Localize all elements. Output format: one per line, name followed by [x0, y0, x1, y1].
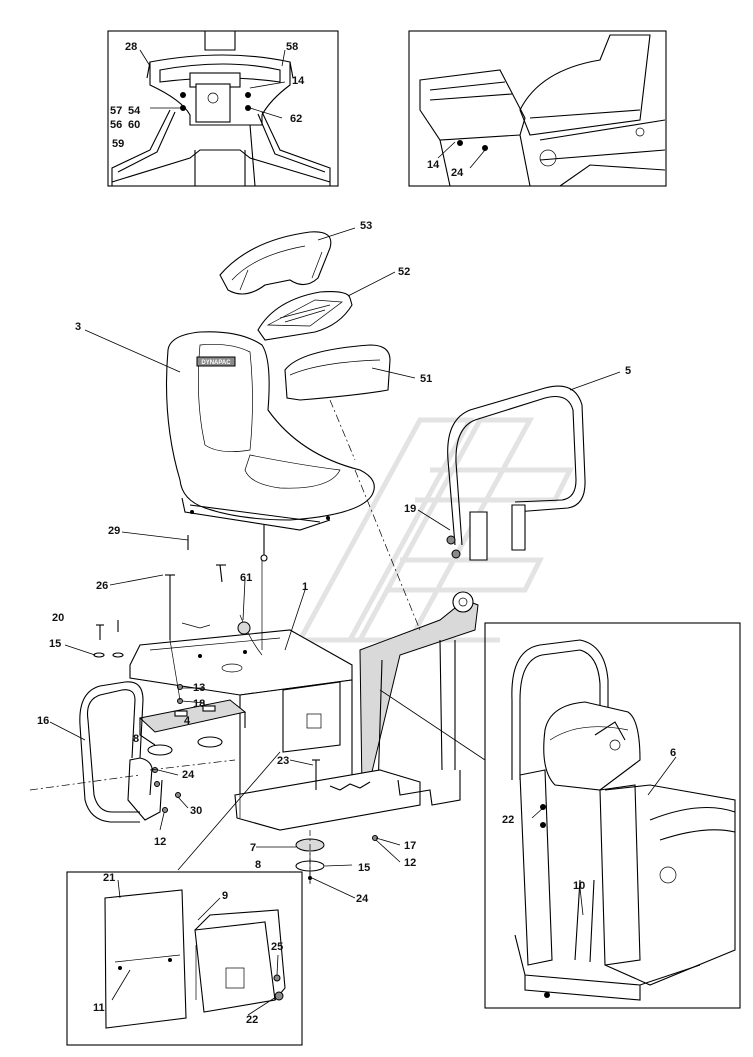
callout-21: 21	[103, 872, 115, 884]
part-16-handle	[79, 681, 163, 823]
watermark	[295, 417, 575, 643]
callout-24: 24	[451, 167, 464, 179]
callout-17: 17	[404, 840, 416, 852]
callout-60: 60	[128, 119, 140, 131]
callout-16: 16	[37, 715, 49, 727]
seat-logo: DYNAPAC	[201, 360, 231, 366]
callout-56: 56	[110, 119, 122, 131]
part-51-backrest-pad	[284, 344, 391, 401]
callout-3: 3	[75, 321, 81, 333]
callout-labels: 28 58 14 57 54 56 60 62 59 14 24 53 52 3…	[37, 41, 676, 1026]
callout-6: 6	[670, 747, 676, 759]
callout-30: 30	[190, 805, 202, 817]
part-4-mounting-plate	[138, 699, 247, 756]
callout-24: 24	[182, 769, 195, 781]
callout-14: 14	[292, 75, 305, 87]
callout-53: 53	[360, 220, 372, 232]
callout-15: 15	[49, 638, 61, 650]
inset-full-seat-view	[511, 639, 736, 1001]
callout-18: 18	[193, 698, 205, 710]
callout-24: 24	[356, 893, 369, 905]
callout-14: 14	[427, 159, 440, 171]
part-3-seat: DYNAPAC	[165, 331, 375, 531]
callout-29: 29	[108, 525, 120, 537]
callout-12: 12	[154, 836, 166, 848]
callout-20: 20	[52, 612, 64, 624]
callout-58: 58	[286, 41, 298, 53]
callout-22: 22	[502, 814, 514, 826]
inset-frame-bottom-right	[484, 622, 741, 1009]
callout-5: 5	[625, 365, 631, 377]
assembly-axis-lines	[29, 399, 421, 885]
callout-22: 22	[246, 1014, 258, 1026]
inset-frame-bottom-left	[66, 871, 303, 1046]
callout-7: 7	[250, 842, 256, 854]
part-53-cover	[219, 231, 332, 295]
callout-leaders	[49, 49, 677, 1016]
callout-13: 13	[193, 682, 205, 694]
callout-52: 52	[398, 266, 410, 278]
callout-23: 23	[277, 755, 289, 767]
inset-rear-console	[111, 31, 331, 187]
callout-61: 61	[240, 572, 252, 584]
callout-25: 25	[271, 941, 283, 953]
callout-15: 15	[358, 862, 370, 874]
callout-8: 8	[133, 733, 139, 745]
callout-26: 26	[96, 580, 108, 592]
callout-51: 51	[420, 373, 432, 385]
reference-leaders	[177, 689, 486, 871]
callout-11: 11	[93, 1002, 105, 1014]
inset-seat-perspective	[419, 34, 666, 187]
callout-4: 4	[184, 715, 191, 727]
callout-62: 62	[290, 113, 302, 125]
callout-57: 57	[110, 105, 122, 117]
part-52-seat-plate	[257, 291, 353, 341]
part-5-armrest-frame	[446, 385, 586, 561]
callout-59: 59	[112, 138, 124, 150]
callout-12: 12	[404, 857, 416, 869]
callout-19: 19	[404, 503, 416, 515]
callout-8: 8	[255, 859, 261, 871]
inset-frame-top-left	[107, 30, 339, 187]
callout-28: 28	[125, 41, 137, 53]
callout-1: 1	[302, 581, 308, 593]
callout-9: 9	[222, 890, 228, 902]
inset-frame-top-right	[408, 30, 667, 187]
callout-54: 54	[128, 105, 141, 117]
inset-console-door	[104, 889, 286, 1029]
callout-10: 10	[573, 880, 585, 892]
